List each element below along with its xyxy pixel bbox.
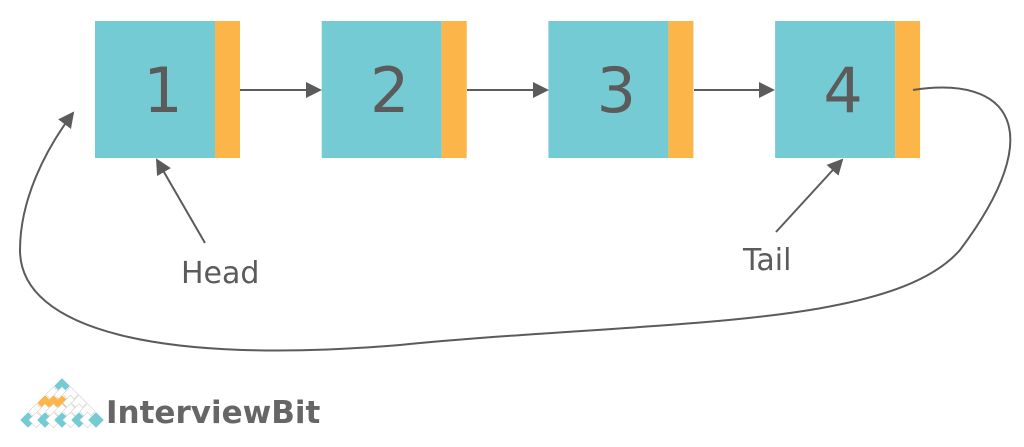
logo-diamond bbox=[53, 403, 71, 420]
logo-text: InterviewBit bbox=[106, 395, 320, 431]
logo-diamond bbox=[45, 411, 62, 429]
node-data-box bbox=[321, 21, 442, 158]
node-value: 1 bbox=[143, 54, 182, 127]
logo-diamond bbox=[62, 394, 79, 412]
node-value: 2 bbox=[370, 54, 409, 127]
node-next-pointer bbox=[215, 21, 240, 158]
logo-diamond bbox=[70, 394, 88, 412]
logo-diamond bbox=[53, 386, 71, 403]
logo-diamond bbox=[79, 411, 96, 429]
list-node: 3 bbox=[548, 21, 694, 158]
arrows bbox=[18, 82, 1012, 352]
node-next-pointer bbox=[441, 21, 467, 158]
head-label: Head bbox=[181, 256, 259, 291]
logo-diamond bbox=[62, 411, 79, 429]
circular-link-arrow bbox=[18, 86, 1012, 352]
list-node: 1 bbox=[95, 21, 240, 158]
node-value: 4 bbox=[823, 54, 862, 127]
logo-diamond bbox=[70, 403, 88, 420]
list-node: 2 bbox=[321, 21, 467, 158]
tail-pointer-arrow bbox=[775, 158, 844, 233]
logo-diamond bbox=[45, 386, 62, 403]
node-value: 3 bbox=[597, 54, 636, 127]
logo-diamond bbox=[62, 386, 79, 403]
logo-diamond bbox=[28, 403, 45, 420]
node-data-box bbox=[95, 21, 215, 158]
tail-label: Tail bbox=[742, 243, 791, 278]
head-pointer-arrow bbox=[155, 158, 206, 244]
node-data-box bbox=[548, 21, 669, 158]
logo-diamond bbox=[79, 403, 96, 420]
logo bbox=[20, 378, 104, 429]
logo-diamond bbox=[62, 403, 79, 420]
logo-diamond bbox=[28, 411, 45, 429]
node-next-pointer bbox=[668, 21, 694, 158]
node-data-box bbox=[775, 21, 896, 158]
list-node: 4 bbox=[775, 21, 921, 158]
logo-diamond bbox=[45, 403, 62, 420]
logo-diamond bbox=[36, 403, 54, 420]
